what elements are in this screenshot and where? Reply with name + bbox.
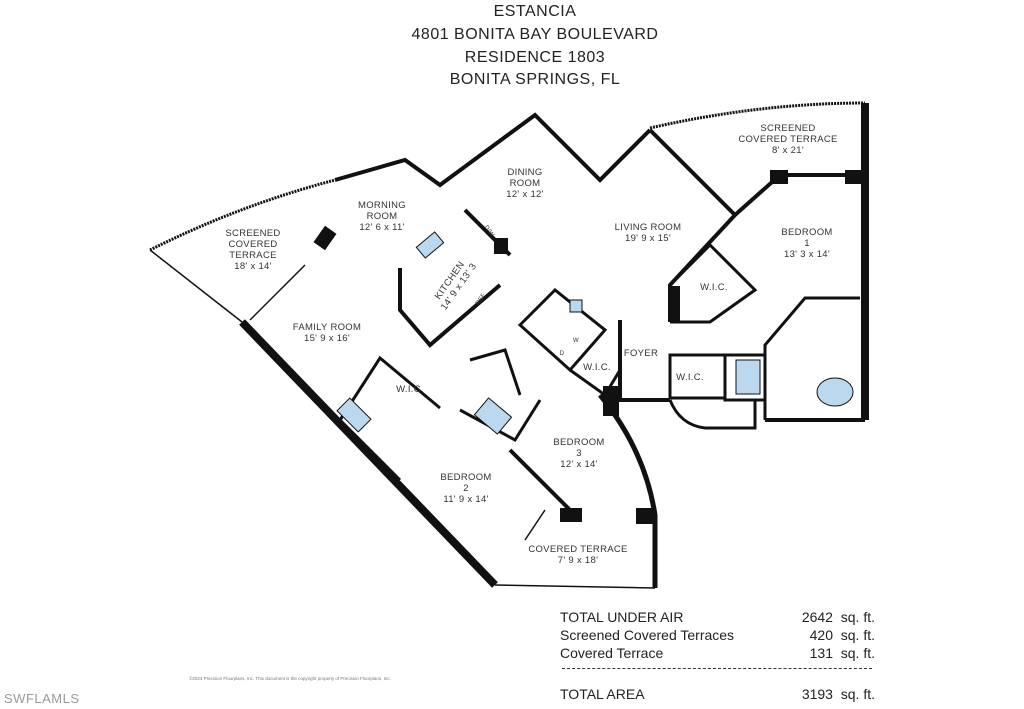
watermark: SWFLAMLS <box>4 691 80 706</box>
washer-label: W <box>573 338 579 344</box>
bathtub <box>816 377 854 407</box>
copyright-notice: ©2023 Precision Floorplans, Inc. This do… <box>189 676 391 681</box>
bathtub <box>336 397 372 433</box>
summary-divider <box>562 668 872 669</box>
dryer-label: D <box>560 351 565 357</box>
shower <box>473 397 513 435</box>
wall-blocks <box>313 170 863 524</box>
kitchen-label: KITCHEN14' 9 x 13' 3 <box>430 255 479 312</box>
sink <box>415 231 445 259</box>
shower <box>735 359 761 395</box>
wic-bedroom2-label: W.I.C. <box>396 384 424 395</box>
foyer-label: FOYER <box>624 348 658 359</box>
address-line-4: BONITA SPRINGS, FL <box>449 71 621 88</box>
address-line-3: RESIDENCE 1803 <box>464 49 606 66</box>
address-line-1: ESTANCIA <box>493 3 577 20</box>
wic-bedroom1-label: W.I.C. <box>700 282 728 293</box>
sink <box>569 299 583 313</box>
address-line-2: 4801 BONITA BAY BOULEVARD <box>411 26 659 43</box>
wic-laundry-label: W.I.C. <box>583 362 611 373</box>
fixtures <box>336 231 854 435</box>
wic-master-label: W.I.C. <box>676 372 704 383</box>
